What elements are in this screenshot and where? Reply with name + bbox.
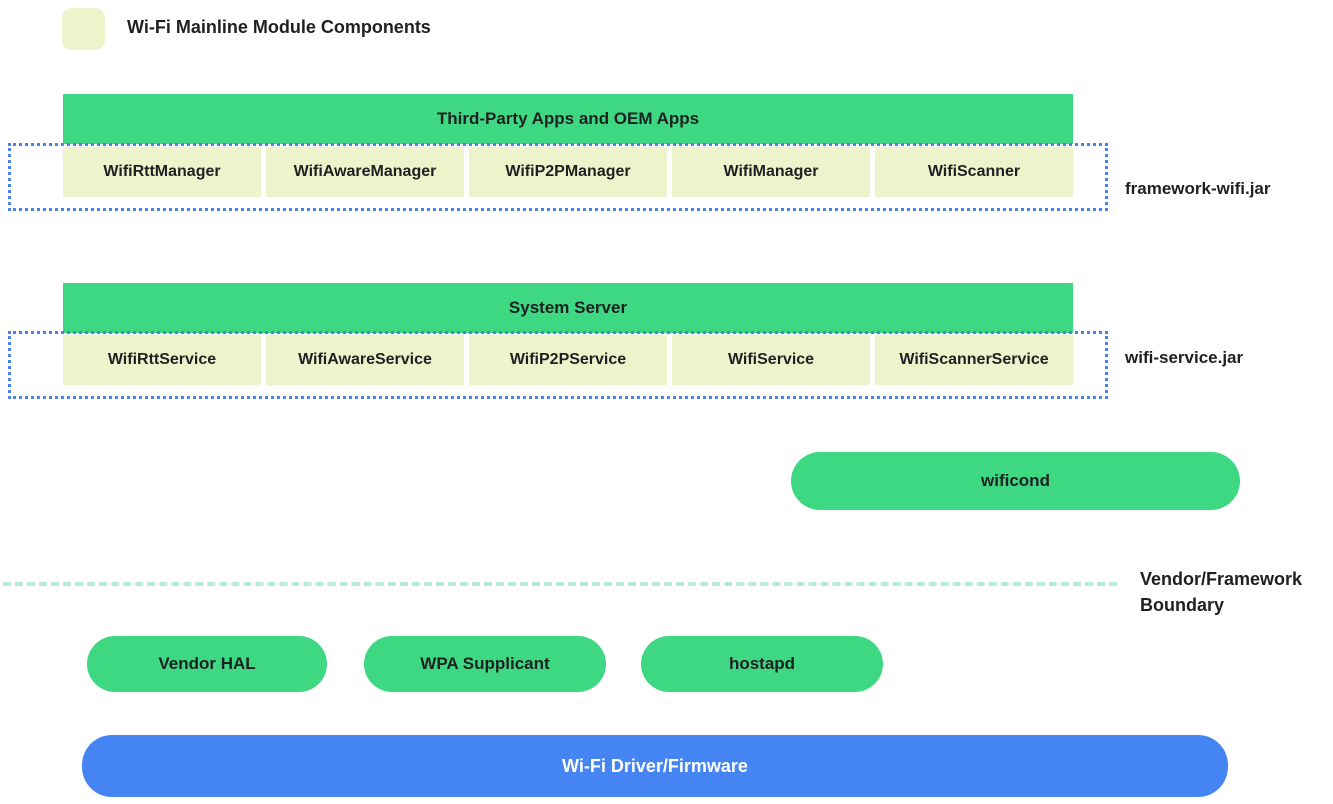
wifi-service-jar-label: wifi-service.jar [1125,348,1244,367]
boundary-label-line1: Vendor/Framework [1140,569,1303,589]
wifi-rtt-service-box: WifiRttService [63,335,261,385]
wifi-service-module-box [8,331,1108,399]
wifi-p2p-manager-box: WifiP2PManager [469,147,667,197]
framework-wifi-jar-label: framework-wifi.jar [1125,179,1271,198]
wifi-service-box: WifiService [672,335,870,385]
service-row: WifiRttService WifiAwareService WifiP2PS… [63,335,1073,385]
wifi-aware-service-box: WifiAwareService [266,335,464,385]
vendor-hal-pill: Vendor HAL [87,636,327,692]
wificond-pill: wificond [791,452,1240,510]
wpa-supplicant-pill: WPA Supplicant [364,636,606,692]
wifi-manager-box: WifiManager [672,147,870,197]
hostapd-pill: hostapd [641,636,883,692]
framework-wifi-module-box [8,143,1108,211]
wifi-rtt-manager-box: WifiRttManager [63,147,261,197]
wifi-aware-manager-box: WifiAwareManager [266,147,464,197]
third-party-apps-header: Third-Party Apps and OEM Apps [63,94,1073,144]
legend-swatch [62,8,105,50]
wifi-p2p-service-box: WifiP2PService [469,335,667,385]
wifi-scanner-service-box: WifiScannerService [875,335,1073,385]
legend-title: Wi-Fi Mainline Module Components [127,17,431,37]
manager-row: WifiRttManager WifiAwareManager WifiP2PM… [63,147,1073,197]
system-server-header: System Server [63,283,1073,333]
wifi-scanner-box: WifiScanner [875,147,1073,197]
vendor-framework-boundary-label: Vendor/Framework Boundary [1140,566,1302,618]
wifi-driver-firmware-bar: Wi-Fi Driver/Firmware [82,735,1228,797]
vendor-framework-boundary-line [3,582,1117,586]
boundary-label-line2: Boundary [1140,595,1225,615]
